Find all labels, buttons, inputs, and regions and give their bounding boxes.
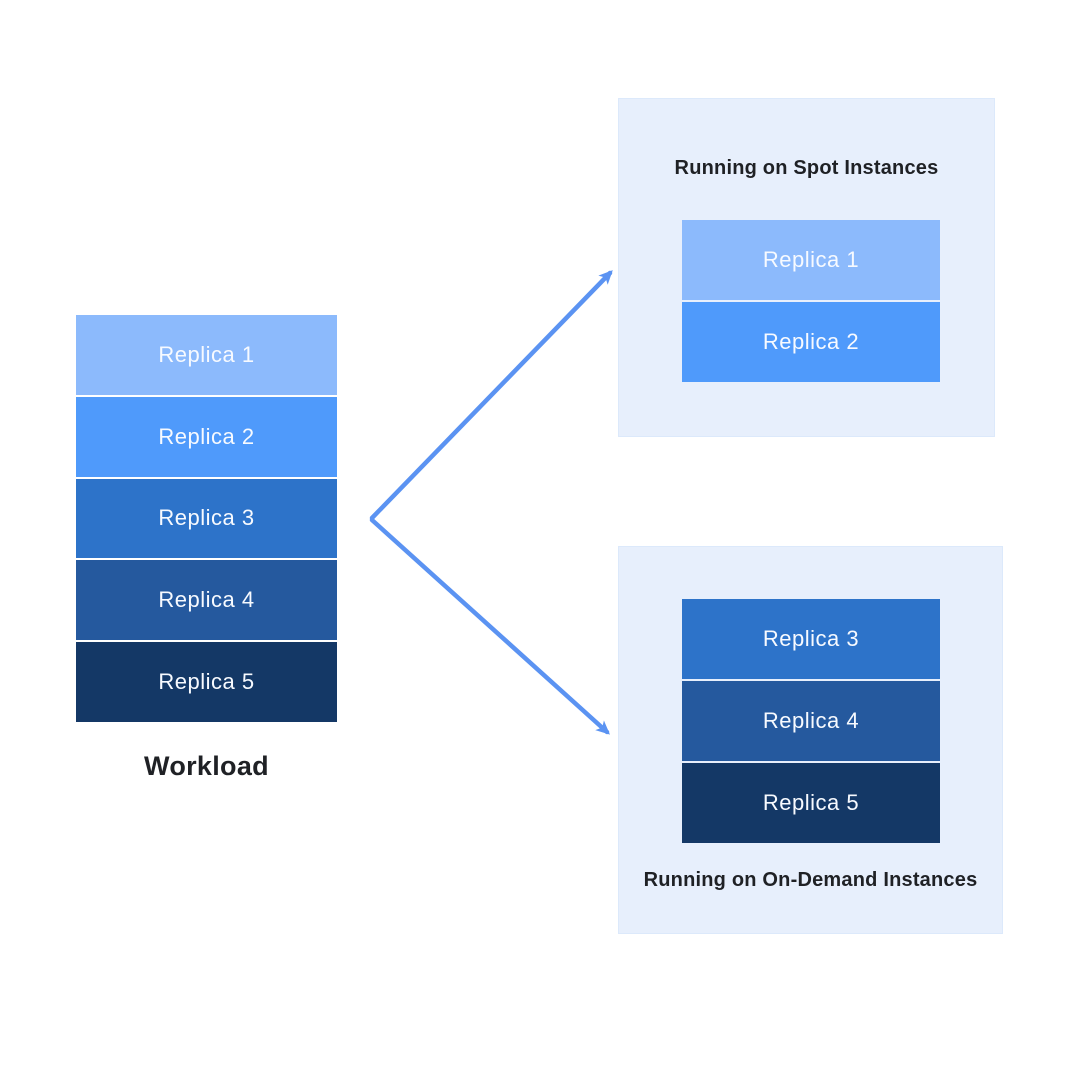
replica-block-replica-4: Replica 4	[682, 681, 940, 761]
replica-label: Replica 1	[158, 341, 255, 367]
spot-panel-title: Running on Spot Instances	[674, 157, 939, 179]
replica-label: Replica 4	[158, 587, 255, 613]
replica-block-replica-2: Replica 2	[76, 396, 337, 477]
replica-label: Replica 2	[158, 423, 255, 449]
replica-block-replica-5: Replica 5	[76, 642, 337, 722]
arrow-to-ondemand-instances	[369, 517, 610, 735]
replica-block-replica-5: Replica 5	[682, 763, 940, 843]
ondemand-replica-stack: Replica 3 Replica 4 Replica 5	[682, 599, 940, 843]
replica-label: Replica 5	[762, 790, 860, 815]
arrow-to-spot-instances	[369, 270, 613, 521]
replica-block-replica-1: Replica 1	[76, 315, 337, 395]
workload-label: Workload	[144, 751, 269, 781]
replica-label: Replica 4	[762, 708, 860, 733]
replica-block-replica-1: Replica 1	[682, 220, 940, 300]
spot-replica-stack: Replica 1 Replica 2	[682, 220, 940, 382]
ondemand-panel-title: Running on On-Demand Instances	[643, 869, 978, 891]
replica-label: Replica 3	[762, 626, 860, 651]
replica-label: Replica 1	[762, 247, 860, 272]
replica-block-replica-4: Replica 4	[76, 560, 337, 641]
replica-block-replica-3: Replica 3	[76, 478, 337, 559]
replica-label: Replica 2	[762, 329, 860, 354]
replica-block-replica-3: Replica 3	[682, 599, 940, 679]
workload-replica-stack: Replica 1 Replica 2 Replica 3 Replica 4 Repl…	[76, 315, 337, 722]
replica-block-replica-2: Replica 2	[682, 302, 940, 382]
replica-label: Replica 5	[158, 669, 255, 695]
replica-label: Replica 3	[158, 505, 255, 531]
ondemand-instances-panel: Replica 3 Replica 4 Replica 5 Running on O…	[618, 546, 1003, 934]
